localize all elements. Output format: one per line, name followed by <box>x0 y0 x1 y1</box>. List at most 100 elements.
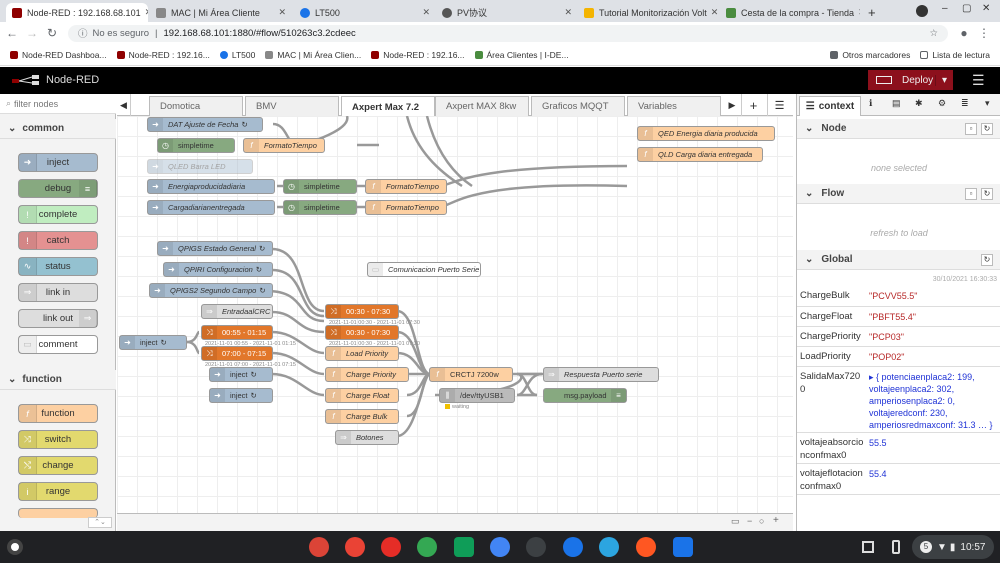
reload-icon[interactable]: ↻ <box>46 26 58 40</box>
global-row[interactable]: LoadPriority"POP02" <box>797 347 1000 367</box>
bookmark-0[interactable]: Node-RED Dashboa... <box>10 50 107 60</box>
forward-arrow-icon[interactable]: → <box>26 26 38 40</box>
bookmark-5[interactable]: Área Clientes | I-DE... <box>474 50 569 60</box>
tab-graficos-mqqt[interactable]: Graficos MQQT <box>531 96 625 116</box>
copy-icon[interactable]: ▫ <box>965 122 977 135</box>
copy-icon[interactable]: ▫ <box>965 187 977 200</box>
refresh-icon[interactable]: ↻ <box>981 254 993 266</box>
terminal-icon[interactable] <box>526 537 546 557</box>
flow-node-timer-0700[interactable]: ⤨07:00 - 07:15 <box>201 346 273 361</box>
section-global[interactable]: ⌄Global <box>797 250 1000 270</box>
flow-node-comment[interactable]: ▭Comunicacion Puerto Serie <box>367 262 481 277</box>
status-tray[interactable]: 5 ▼ ▮ 10:57 <box>912 535 994 559</box>
palette-node-comment[interactable]: ▭comment <box>18 335 98 354</box>
flow-node-msg-payload[interactable]: msg.payload≡ <box>543 388 627 403</box>
flow-node-cargadiaria[interactable]: ➜Cargadiarianentregada <box>147 200 275 215</box>
flow-node-serial-port[interactable]: ⫼/dev/ttyUSB1 <box>439 388 515 403</box>
global-row[interactable]: ChargePriority"PCP03" <box>797 327 1000 347</box>
browser-tab-4[interactable]: Tutorial Monitorización Volt✕ <box>578 3 720 22</box>
flow-node-qpigs2[interactable]: ➜QPIGS2 Segundo Campo↻ <box>149 283 273 298</box>
sheets-icon[interactable] <box>454 537 474 557</box>
flow-node-qpiri[interactable]: ➜QPIRI Configuracion↻ <box>163 262 273 277</box>
minimize-icon[interactable]: – <box>942 3 948 14</box>
flow-node-inject-2[interactable]: ➜inject↻ <box>209 367 273 382</box>
tab-variables[interactable]: Variables <box>627 96 721 116</box>
tab-search-icon[interactable] <box>916 5 928 17</box>
flow-node-simpletime-3[interactable]: ◷simpletime <box>283 200 357 215</box>
gmail-icon[interactable] <box>345 537 365 557</box>
tab-bmv[interactable]: BMV <box>245 96 339 116</box>
reading-list[interactable]: Lista de lectura <box>920 50 990 60</box>
play-store-icon[interactable] <box>417 537 437 557</box>
profile-icon[interactable]: ● <box>960 26 968 40</box>
app-icon[interactable] <box>636 537 656 557</box>
palette-node-catch[interactable]: !catch <box>18 231 98 250</box>
flow-node-inject-1[interactable]: ➜inject↻ <box>119 335 187 350</box>
global-row[interactable]: SalidaMax7200▸ { potenciaenplaca2: 199, … <box>797 367 1000 433</box>
browser-tab-0[interactable]: Node-RED : 192.168.68.101✕ <box>6 3 148 22</box>
close-icon[interactable]: ✕ <box>854 7 860 18</box>
palette-node-status[interactable]: ∿status <box>18 257 98 276</box>
flow-node-timer-0055[interactable]: ⤨00:55 - 01:15 <box>201 325 273 340</box>
chevron-down-icon[interactable]: ▾ <box>985 98 990 108</box>
flow-node-simpletime-1[interactable]: ◷simpletime <box>157 138 235 153</box>
global-row[interactable]: ChargeBulk"PCVV55.5" <box>797 286 1000 307</box>
close-icon[interactable]: ✕ <box>422 7 430 17</box>
launcher-icon[interactable] <box>7 539 23 555</box>
bookmark-3[interactable]: MAC | Mi Área Clien... <box>265 50 361 60</box>
close-icon[interactable]: ✕ <box>564 7 572 17</box>
deploy-dropdown-icon[interactable]: ▾ <box>934 74 947 86</box>
flow-node-entradaalcrc[interactable]: ⇒EntradaalCRC <box>201 304 273 319</box>
maximize-icon[interactable]: ▢ <box>962 3 972 14</box>
files-icon[interactable] <box>563 537 583 557</box>
phone-icon[interactable] <box>892 540 900 554</box>
main-menu-icon[interactable]: ☰ <box>972 72 985 88</box>
flow-node-simpletime-2[interactable]: ◷simpletime <box>283 179 357 194</box>
tab-axpert-max-72[interactable]: Axpert Max 7.2 <box>341 96 435 117</box>
other-bookmarks[interactable]: Otros marcadores <box>830 50 910 60</box>
bookmark-2[interactable]: LT500 <box>219 50 255 60</box>
flow-node-energiaproducida[interactable]: ➜Energiaproducidadiaria <box>147 179 275 194</box>
palette-node-debug[interactable]: debug≡ <box>18 179 98 198</box>
close-icon[interactable]: ✕ <box>141 7 148 18</box>
flow-list-icon[interactable]: ☰ <box>767 94 791 116</box>
menu-dots-icon[interactable]: ⋮ <box>978 26 990 40</box>
flow-node-qled-disabled[interactable]: ➜QLED Barra LED <box>147 159 253 174</box>
youtube-icon[interactable] <box>381 537 401 557</box>
bug-icon[interactable]: ✱ <box>915 98 923 108</box>
clipboard-icon[interactable] <box>862 541 874 553</box>
filter-nodes-input[interactable] <box>14 98 105 109</box>
gear-icon[interactable]: ⚙ <box>938 98 947 108</box>
star-icon[interactable]: ☆ <box>929 27 938 39</box>
new-tab-button[interactable]: + <box>868 5 876 20</box>
section-flow[interactable]: ⌄Flow▫ <box>797 184 1000 204</box>
tab-context[interactable]: ☰context <box>799 96 861 116</box>
section-node[interactable]: ⌄Node▫ <box>797 119 1000 139</box>
palette-node-link-in[interactable]: ⇒link in <box>18 283 98 302</box>
zoom-out-icon[interactable]: − <box>747 516 753 526</box>
scroll-left-icon[interactable]: ◀ <box>117 94 131 116</box>
tab-domotica[interactable]: Domotica <box>149 96 243 116</box>
chrome-icon[interactable] <box>309 537 329 557</box>
browser-tab-5[interactable]: Cesta de la compra - Tienda✕ <box>720 3 860 22</box>
flow-node-inject-3[interactable]: ➜inject↻ <box>209 388 273 403</box>
weather-icon[interactable] <box>490 537 510 557</box>
vscode-icon[interactable] <box>673 537 693 557</box>
book-icon[interactable]: ▤ <box>892 98 901 108</box>
palette-collapse-icon[interactable]: ⌃⌄ <box>88 517 112 528</box>
palette-category-function[interactable]: ⌄function <box>0 370 116 390</box>
telegram-icon[interactable] <box>599 537 619 557</box>
browser-tab-1[interactable]: MAC | Mi Área Cliente✕ <box>150 3 292 22</box>
browser-tab-3[interactable]: PV协议✕ <box>436 3 578 22</box>
